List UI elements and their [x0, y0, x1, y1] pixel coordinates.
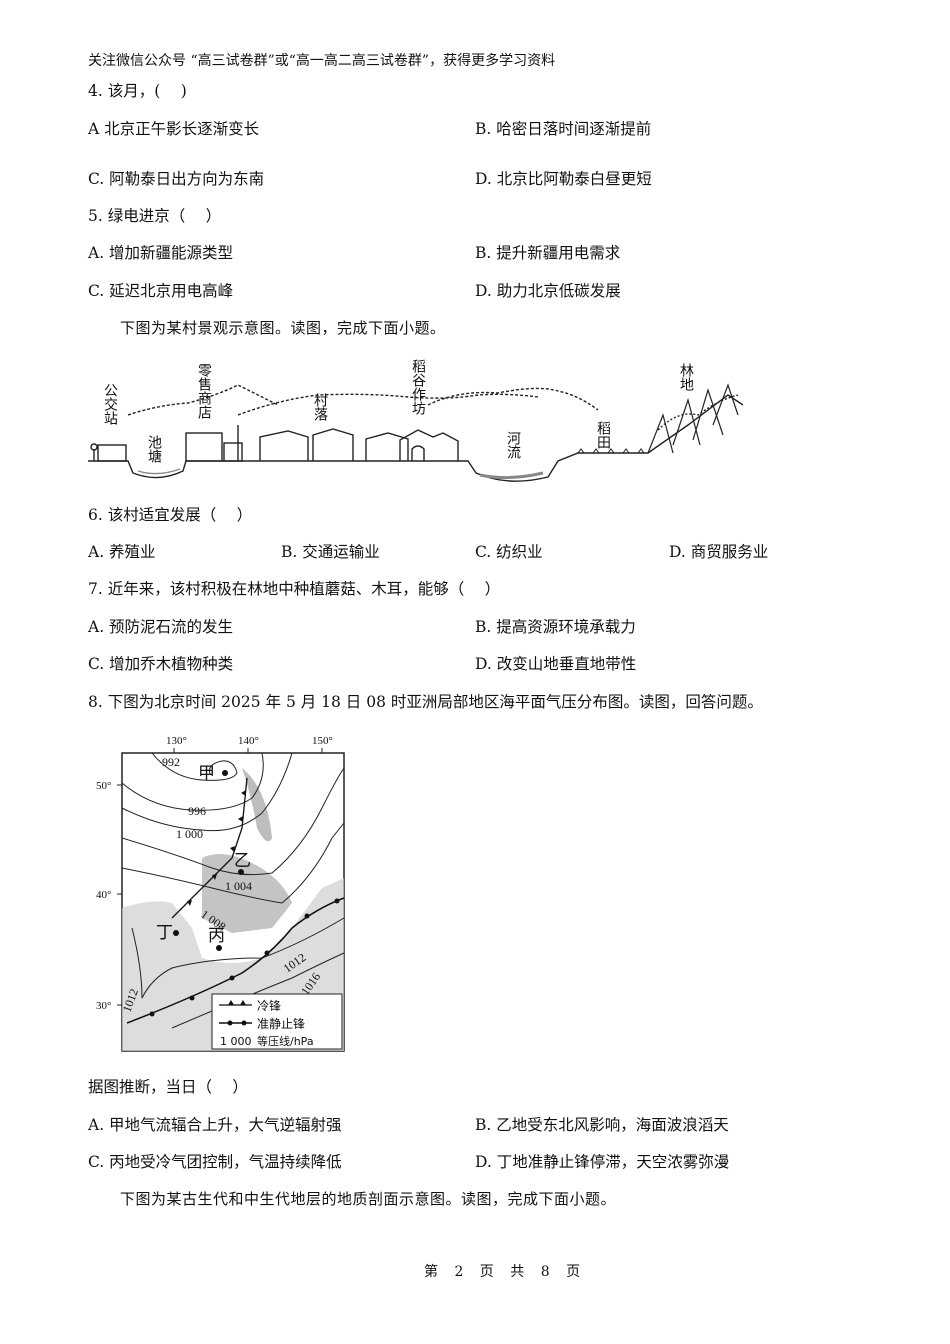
label-bus-stop: 公交站 [102, 383, 118, 425]
question-6-stem: 6. 该村适宜发展（ ） [88, 506, 253, 524]
legend-isobar-sample: 1 000 [220, 1035, 252, 1048]
point-yi-label: 乙 [234, 851, 251, 871]
legend-stationary-front: 准静止锋 [257, 1017, 305, 1031]
q8-option-a[interactable]: A. 甲地气流辐合上升，大气逆辐射强 [88, 1116, 342, 1134]
q8-option-d[interactable]: D. 丁地准静止锋停滞，天空浓雾弥漫 [475, 1153, 730, 1171]
point-bing-label: 丙 [208, 926, 225, 946]
lat-50: 50° [96, 780, 111, 792]
q4-option-d[interactable]: D. 北京比阿勒泰白昼更短 [475, 170, 652, 188]
question-8-stem: 8. 下图为北京时间 2025 年 5 月 18 日 08 时亚洲局部地区海平面… [88, 693, 763, 711]
q5-option-b[interactable]: B. 提升新疆用电需求 [475, 244, 621, 262]
legend-cold-front: 冷锋 [257, 999, 281, 1013]
lat-30: 30° [96, 1000, 111, 1012]
isobar-1004: 1 004 [225, 879, 252, 893]
q7-option-c[interactable]: C. 增加乔木植物种类 [88, 655, 234, 673]
q7-option-a[interactable]: A. 预防泥石流的发生 [88, 618, 234, 636]
header-notice: 关注微信公众号 “高三试卷群”或“高一高二高三试卷群”，获得更多学习资料 [88, 53, 556, 69]
q4-option-c[interactable]: C. 阿勒泰日出方向为东南 [88, 170, 265, 188]
lon-130: 130° [166, 735, 187, 747]
label-village: 村落 [312, 393, 328, 421]
stationary-front-line [126, 897, 345, 1024]
q6-option-b[interactable]: B. 交通运输业 [281, 543, 380, 561]
q5-option-c[interactable]: C. 延迟北京用电高峰 [88, 282, 234, 300]
point-bing-dot [216, 945, 222, 951]
label-river: 河流 [505, 431, 521, 460]
question-8-sub-stem: 据图推断，当日（ ） [88, 1078, 248, 1096]
q6-option-a[interactable]: A. 养殖业 [88, 543, 156, 561]
map-legend: 冷锋 准静止锋 1 000 等压线/hPa [211, 993, 343, 1050]
point-jia-dot [222, 770, 228, 776]
q6-option-c[interactable]: C. 纺织业 [475, 543, 543, 561]
label-shop: 零售商店 [196, 363, 212, 419]
page-number: 第 2 页 共 8 页 [424, 1264, 587, 1280]
label-paddy: 稻田 [595, 421, 611, 449]
question-5-stem: 5. 绿电进京（ ） [88, 207, 222, 225]
pressure-map-figure: 130° 140° 150° 50° 40° 30° [92, 728, 352, 1058]
question-4-stem: 4. 该月，( ) [88, 82, 187, 100]
legend-isobar: 等压线/hPa [257, 1034, 314, 1048]
point-ding-dot [173, 930, 179, 936]
q8-option-c[interactable]: C. 丙地受冷气团控制，气温持续降低 [88, 1153, 342, 1171]
label-rice-mill: 稻谷作坊 [410, 359, 426, 416]
isobar-992: 992 [162, 755, 180, 769]
q6-option-d[interactable]: D. 商贸服务业 [669, 543, 769, 561]
question-7-stem: 7. 近年来，该村积极在林地中种植蘑菇、木耳，能够（ ） [88, 580, 501, 598]
label-pond: 池塘 [146, 435, 162, 463]
sea-level-pressure-map: 130° 140° 150° 50° 40° 30° [96, 735, 345, 1052]
point-jia-label: 甲 [198, 764, 215, 784]
geology-intro: 下图为某古生代和中生代地层的地质剖面示意图。读图，完成下面小题。 [120, 1190, 617, 1208]
q4-option-b[interactable]: B. 哈密日落时间逐渐提前 [475, 120, 652, 138]
village-intro: 下图为某村景观示意图。读图，完成下面小题。 [120, 319, 446, 337]
q7-option-d[interactable]: D. 改变山地垂直地带性 [475, 655, 637, 673]
lat-40: 40° [96, 889, 111, 901]
lon-150: 150° [312, 735, 333, 747]
village-landscape-figure: 公交站 池塘 零售商店 村落 稻谷作坊 河流 稻田 林地 [88, 355, 748, 485]
q7-option-b[interactable]: B. 提高资源环境承载力 [475, 618, 636, 636]
lon-140: 140° [238, 735, 259, 747]
cold-front-line [171, 777, 248, 919]
village-landscape-drawing: 公交站 池塘 零售商店 村落 稻谷作坊 河流 稻田 林地 [88, 359, 744, 482]
q8-option-b[interactable]: B. 乙地受东北风影响，海面波浪滔天 [475, 1116, 729, 1134]
q4-option-a[interactable]: A 北京正午影长逐渐变长 [88, 120, 260, 138]
q5-option-d[interactable]: D. 助力北京低碳发展 [475, 282, 621, 300]
isobar-1000: 1 000 [176, 827, 203, 841]
isobar-996: 996 [188, 804, 206, 818]
label-forest: 林地 [678, 363, 694, 391]
point-yi-dot [238, 869, 244, 875]
point-ding-label: 丁 [156, 923, 173, 943]
q5-option-a[interactable]: A. 增加新疆能源类型 [88, 244, 234, 262]
